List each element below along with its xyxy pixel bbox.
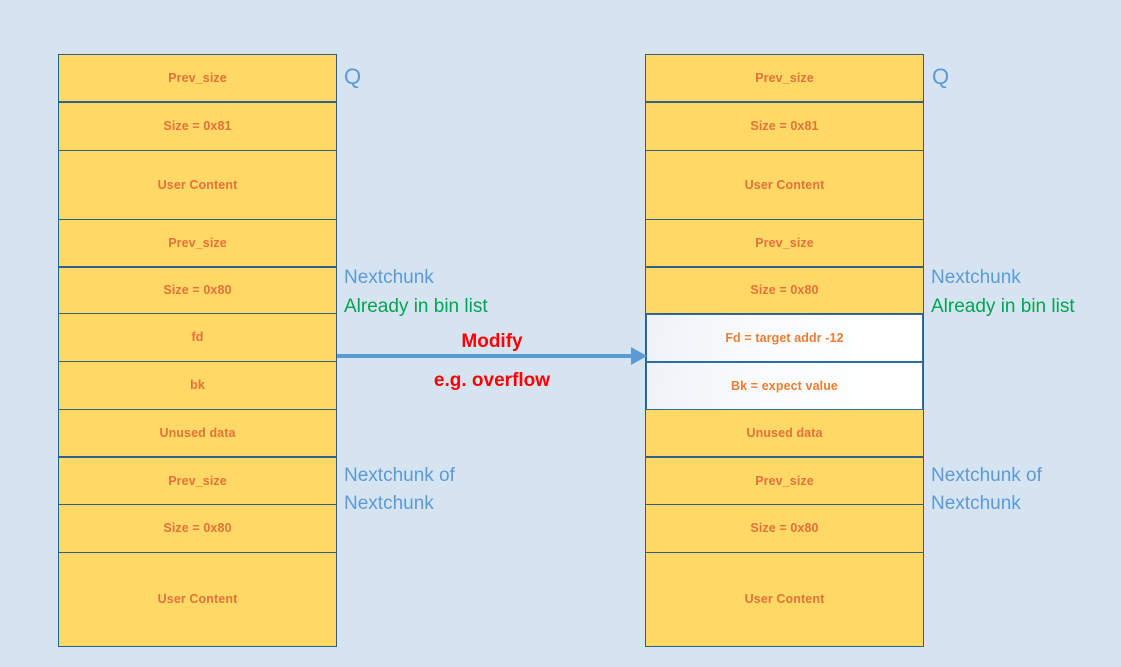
right-nextchunk-binlist-note: Already in bin list <box>931 296 1075 317</box>
chunk-row-right-9: Size = 0x80 <box>646 505 923 553</box>
right-nextchunk-of-nextchunk-label: Nextchunk of Nextchunk <box>931 465 1042 514</box>
chunk-row-right-1: Size = 0x81 <box>646 103 923 151</box>
chunk-row-label: Prev_size <box>168 70 227 85</box>
chunk-row-right-6: Bk = expect value <box>646 362 923 410</box>
right-nextchunk-label: Nextchunk <box>931 267 1021 288</box>
chunk-row-left-10: User Content <box>59 553 336 646</box>
left-nextchunk-of-nextchunk-label: Nextchunk of Nextchunk <box>344 465 455 514</box>
chunk-row-right-0: Prev_size <box>646 55 923 103</box>
chunk-row-label: Prev_size <box>755 473 814 488</box>
chunk-row-label: Size = 0x80 <box>750 283 819 298</box>
chunk-row-label: Prev_size <box>168 235 227 250</box>
modify-label: Modify <box>461 331 523 352</box>
chunk-row-left-4: Size = 0x80 <box>59 268 336 314</box>
chunk-row-label: Unused data <box>159 425 236 440</box>
chunk-row-right-10: User Content <box>646 553 923 646</box>
chunk-row-left-3: Prev_size <box>59 220 336 268</box>
chunk-row-label: User Content <box>157 177 238 192</box>
chunk-row-right-5: Fd = target addr -12 <box>646 314 923 362</box>
chunk-marker-q-right: Q <box>932 64 950 89</box>
overflow-label: e.g. overflow <box>433 370 551 391</box>
chunk-row-left-5: fd <box>59 314 336 362</box>
chunk-row-right-8: Prev_size <box>646 458 923 505</box>
chunk-row-left-8: Prev_size <box>59 458 336 505</box>
chunk-row-left-7: Unused data <box>59 410 336 458</box>
chunk-row-label: Fd = target addr -12 <box>725 330 844 345</box>
chunk-row-left-6: bk <box>59 362 336 410</box>
chunk-row-left-1: Size = 0x81 <box>59 103 336 151</box>
chunk-row-right-4: Size = 0x80 <box>646 268 923 314</box>
chunk-row-left-2: User Content <box>59 151 336 220</box>
chunk-row-label: fd <box>191 330 204 345</box>
chunk-row-left-9: Size = 0x80 <box>59 505 336 553</box>
chunk-row-label: User Content <box>157 592 238 607</box>
left-nextchunk-label: Nextchunk <box>344 267 434 288</box>
chunk-row-label: Size = 0x81 <box>750 119 819 134</box>
chunk-row-label: User Content <box>744 592 825 607</box>
chunk-row-label: Prev_size <box>755 70 814 85</box>
chunk-row-label: Prev_size <box>755 235 814 250</box>
chunk-row-right-7: Unused data <box>646 410 923 458</box>
left-nextchunk-binlist-note: Already in bin list <box>344 296 488 317</box>
chunk-row-label: User Content <box>744 177 825 192</box>
chunk-row-label: Bk = expect value <box>731 378 838 393</box>
chunk-row-label: Prev_size <box>168 473 227 488</box>
chunk-row-right-2: User Content <box>646 151 923 220</box>
chunk-row-label: bk <box>190 378 205 393</box>
chunk-row-label: Unused data <box>746 425 823 440</box>
chunk-marker-q-left: Q <box>344 64 362 89</box>
modify-arrow <box>337 344 647 368</box>
chunk-row-label: Size = 0x80 <box>163 521 232 536</box>
chunk-row-label: Size = 0x81 <box>163 119 232 134</box>
chunk-row-right-3: Prev_size <box>646 220 923 268</box>
chunk-row-label: Size = 0x80 <box>750 521 819 536</box>
chunk-row-left-0: Prev_size <box>59 55 336 103</box>
chunk-row-label: Size = 0x80 <box>163 283 232 298</box>
